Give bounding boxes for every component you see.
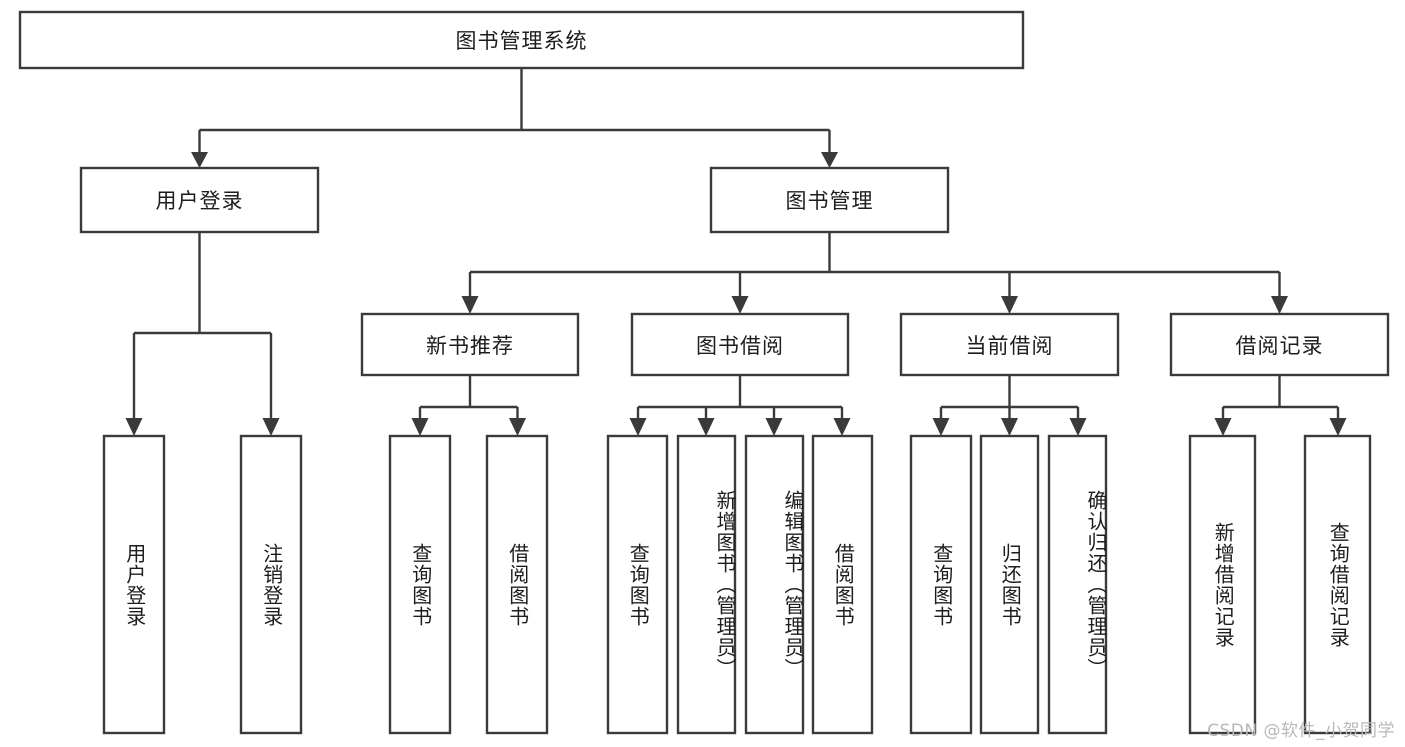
arrow-head-leaf-edit-book xyxy=(765,418,783,436)
arrow-head-leaf-logout xyxy=(262,418,280,436)
arrow-head-leaf-query-book-2 xyxy=(629,418,647,436)
arrow-head-book-borrow xyxy=(731,296,749,314)
node-box-root[interactable] xyxy=(18,10,1025,70)
node-box-new-book-recommend[interactable] xyxy=(360,312,580,377)
arrow-head-new-book xyxy=(461,296,479,314)
node-box-leaf-add-record[interactable] xyxy=(1188,434,1257,735)
arrow-head-leaf-add-book xyxy=(697,418,715,436)
node-box-leaf-query-book-borrow[interactable] xyxy=(606,434,669,735)
node-box-leaf-query-book-current[interactable] xyxy=(909,434,973,735)
node-box-leaf-borrow-book[interactable] xyxy=(811,434,874,735)
node-box-leaf-logout[interactable] xyxy=(239,434,303,735)
node-box-leaf-confirm-return[interactable] xyxy=(1047,434,1108,735)
node-box-borrow-record[interactable] xyxy=(1169,312,1390,377)
node-box-book-borrow[interactable] xyxy=(630,312,850,377)
node-box-leaf-add-book[interactable] xyxy=(676,434,737,735)
node-box-leaf-edit-book[interactable] xyxy=(744,434,805,735)
arrow-head-current-borrow xyxy=(1001,296,1018,314)
node-box-leaf-borrow-book-new[interactable] xyxy=(485,434,549,735)
node-box-leaf-query-book-new[interactable] xyxy=(388,434,452,735)
node-box-user-login[interactable] xyxy=(79,166,320,234)
arrow-head-book-management xyxy=(821,152,838,168)
arrow-head-leaf-query-book-1 xyxy=(411,418,429,436)
arrow-head-borrow-record xyxy=(1271,296,1288,314)
arrow-head-user-login xyxy=(191,152,208,168)
node-box-leaf-query-record[interactable] xyxy=(1303,434,1372,735)
arrow-head-leaf-add-record xyxy=(1214,418,1232,436)
arrow-head-leaf-borrow-book-1 xyxy=(509,418,526,436)
arrow-head-leaf-query-book-3 xyxy=(932,418,950,436)
arrow-head-leaf-confirm-return xyxy=(1069,418,1087,436)
arrow-head-leaf-user-login xyxy=(125,418,143,436)
node-box-leaf-user-login[interactable] xyxy=(102,434,166,735)
arrow-head-leaf-return-book xyxy=(1001,418,1018,436)
arrow-head-leaf-query-record xyxy=(1329,418,1347,436)
node-box-leaf-return-book[interactable] xyxy=(979,434,1040,735)
node-box-current-borrow[interactable] xyxy=(899,312,1120,377)
node-box-book-management[interactable] xyxy=(709,166,950,234)
arrow-head-leaf-borrow-book-2 xyxy=(833,418,851,436)
